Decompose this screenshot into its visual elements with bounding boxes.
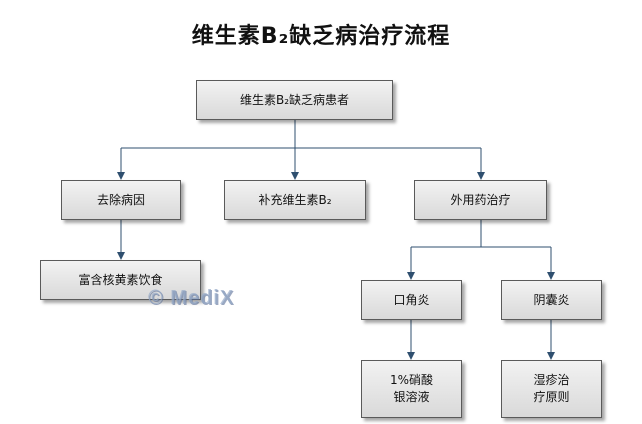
node-topical: 外用药治疗 [414, 180, 547, 220]
node-angular: 口角炎 [361, 280, 462, 320]
node-root-label: 维生素B₂缺乏病患者 [239, 92, 350, 107]
watermark: © MediX [148, 287, 235, 309]
node-root: 维生素B₂缺乏病患者 [196, 80, 393, 120]
node-diet: 富含核黄素饮食 [40, 260, 201, 300]
node-supplement-label: 补充维生素B₂ [258, 192, 332, 207]
diagram-title: 维生素B₂缺乏病治疗流程 [191, 24, 451, 49]
node-silver-nitrate-label: 1%硝酸 银溶液 [389, 373, 434, 404]
node-eczema-treatment-label: 湿疹治 疗原则 [533, 373, 570, 404]
node-diet-label: 富含核黄素饮食 [78, 272, 163, 287]
node-remove-cause-label: 去除病因 [96, 192, 145, 207]
node-remove-cause: 去除病因 [61, 180, 181, 220]
node-eczema-treatment: 湿疹治 疗原则 [501, 360, 602, 418]
node-scrotal: 阴囊炎 [501, 280, 602, 320]
node-silver-nitrate: 1%硝酸 银溶液 [361, 360, 462, 418]
node-angular-label: 口角炎 [393, 292, 430, 307]
node-scrotal-label: 阴囊炎 [533, 292, 570, 307]
node-supplement: 补充维生素B₂ [224, 180, 366, 220]
node-topical-label: 外用药治疗 [450, 192, 511, 207]
